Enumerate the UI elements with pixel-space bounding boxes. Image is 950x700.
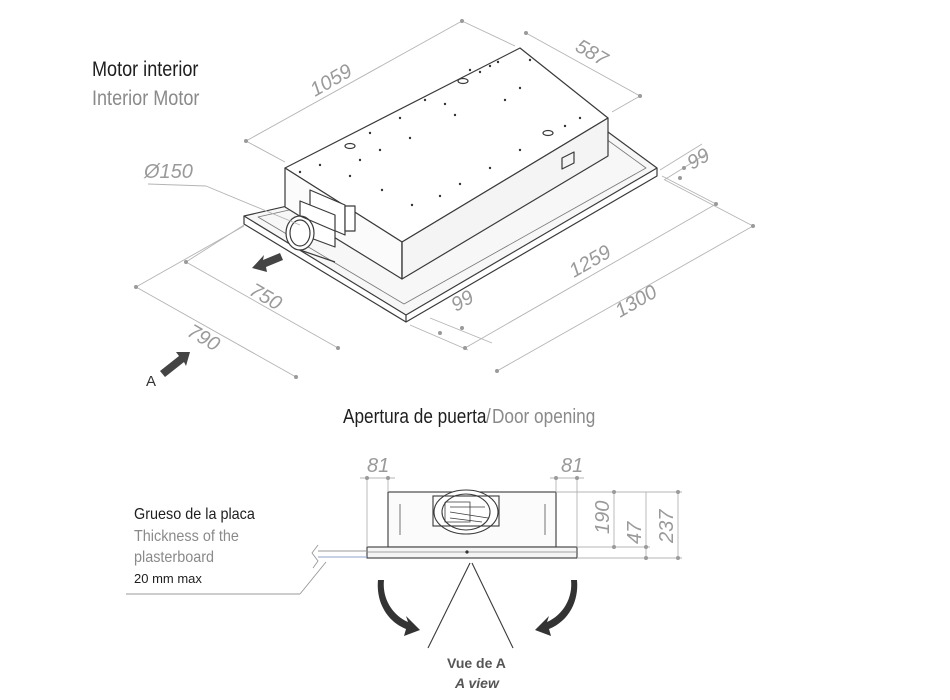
- front-view: [366, 489, 578, 649]
- exhaust-arrow-icon: [252, 253, 283, 272]
- dim-inner-width-750: 750: [246, 279, 286, 315]
- plasterboard-max-thickness: 20 mm max: [134, 571, 202, 586]
- door-opening-title-en: Door opening: [491, 406, 595, 428]
- plasterboard-note-en-2: plasterboard: [134, 549, 215, 566]
- iso-dimension-ticks: [134, 19, 755, 379]
- front-panel: [366, 546, 578, 559]
- plasterboard-note-es: Grueso de la placa: [134, 506, 255, 523]
- front-dimension-ticks: [365, 476, 680, 560]
- dim-total-height-237: 237: [656, 509, 678, 544]
- dim-outer-length-1300: 1300: [612, 281, 662, 322]
- iso-dimension-lines: [135, 20, 754, 378]
- plasterboard-indicator: [126, 544, 367, 595]
- view-label-es: Vue de A: [447, 655, 506, 671]
- dim-outer-width-790: 790: [184, 320, 224, 356]
- door-opening-separator: /: [486, 406, 491, 428]
- dim-left-offset-81: 81: [367, 455, 389, 477]
- dim-width-587: 587: [572, 35, 613, 71]
- duct-outlet: [285, 189, 356, 263]
- dim-right-offset-81: 81: [561, 455, 583, 477]
- dim-body-height-190: 190: [592, 501, 614, 534]
- plasterboard-note-en-1: Thickness of the: [134, 528, 239, 545]
- view-a-marker: A: [146, 373, 156, 390]
- door-opening-title-es: Apertura de puerta: [343, 406, 487, 428]
- dim-side-99-bottom: 99: [448, 286, 478, 316]
- isometric-view: [160, 47, 658, 377]
- dim-panel-height-47: 47: [624, 521, 646, 544]
- view-a-arrow-icon: [160, 352, 190, 377]
- front-dimension-lines: [360, 477, 682, 559]
- rotate-right-arrow-icon: [535, 580, 578, 636]
- dim-side-99-right: 99: [684, 144, 714, 174]
- door-opening-title: Apertura de puerta: [343, 406, 510, 429]
- dim-length-1059: 1059: [307, 60, 357, 101]
- title-spanish: Motor interior: [92, 58, 199, 81]
- door-opening-title-en-wrap: / Door opening: [486, 406, 612, 429]
- box-screw-holes: [298, 58, 582, 207]
- rotate-left-arrow-icon: [377, 580, 420, 636]
- view-label-en: A view: [455, 675, 499, 691]
- title-english: Interior Motor: [92, 87, 200, 110]
- dim-duct-diameter: Ø150: [143, 161, 193, 183]
